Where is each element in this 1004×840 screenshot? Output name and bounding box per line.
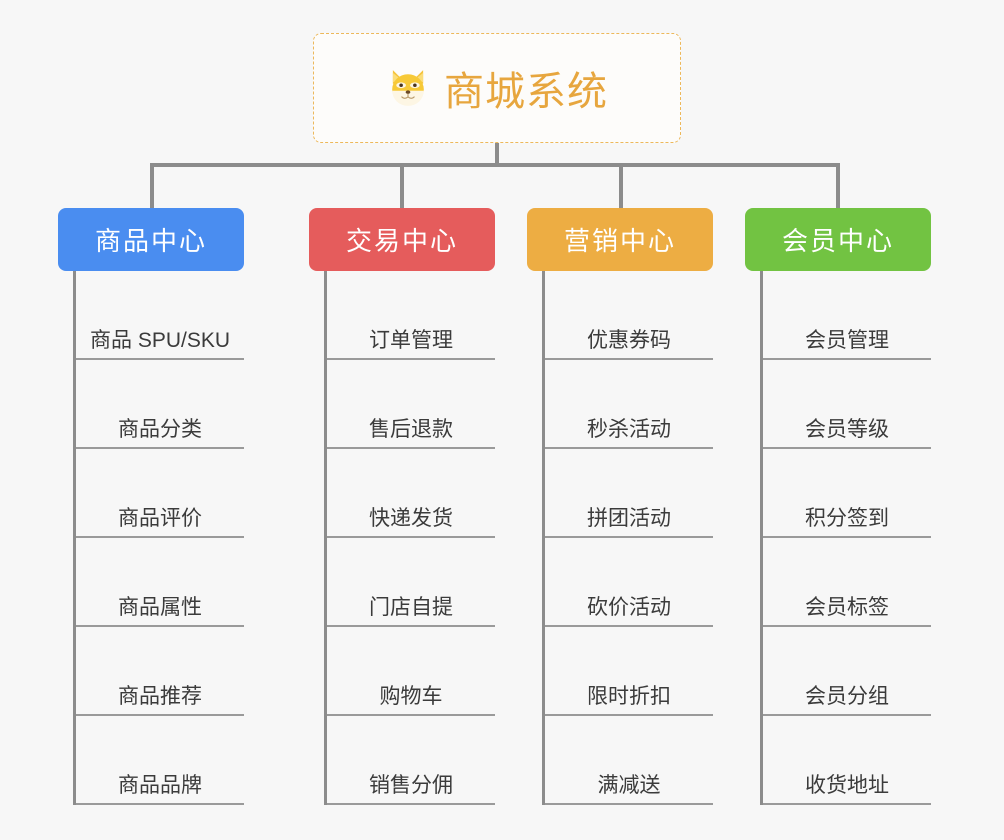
list-item[interactable]: 商品品牌 xyxy=(76,716,244,805)
root-title: 商城系统 xyxy=(444,70,608,114)
list-item[interactable]: 砍价活动 xyxy=(545,538,713,627)
leaf-list-product-center: 商品 SPU/SKU 商品分类 商品评价 商品属性 商品推荐 商品品牌 xyxy=(73,271,244,805)
branch-product-center: 商品中心 商品 SPU/SKU 商品分类 商品评价 商品属性 商品推荐 商品品牌 xyxy=(58,208,244,805)
list-item[interactable]: 拼团活动 xyxy=(545,449,713,538)
connector-horizontal-bar xyxy=(150,163,840,167)
connector-drop-3 xyxy=(619,163,623,208)
list-item[interactable]: 满减送 xyxy=(545,716,713,805)
list-item[interactable]: 商品 SPU/SKU xyxy=(76,271,244,360)
list-item[interactable]: 购物车 xyxy=(327,627,495,716)
category-label: 交易中心 xyxy=(345,226,458,256)
leaf-list-trade-center: 订单管理 售后退款 快递发货 门店自提 购物车 销售分佣 xyxy=(324,271,495,805)
list-item[interactable]: 会员标签 xyxy=(763,538,931,627)
list-item[interactable]: 售后退款 xyxy=(327,360,495,449)
list-item[interactable]: 秒杀活动 xyxy=(545,360,713,449)
branch-member-center: 会员中心 会员管理 会员等级 积分签到 会员标签 会员分组 收货地址 xyxy=(745,208,931,805)
root-node[interactable]: 商城系统 xyxy=(313,33,681,143)
list-item[interactable]: 限时折扣 xyxy=(545,627,713,716)
list-item[interactable]: 门店自提 xyxy=(327,538,495,627)
connector-root-stem xyxy=(495,143,499,165)
list-item[interactable]: 商品评价 xyxy=(76,449,244,538)
list-item[interactable]: 会员管理 xyxy=(763,271,931,360)
list-item[interactable]: 收货地址 xyxy=(763,716,931,805)
category-header-member-center[interactable]: 会员中心 xyxy=(745,208,931,271)
branch-trade-center: 交易中心 订单管理 售后退款 快递发货 门店自提 购物车 销售分佣 xyxy=(309,208,495,805)
category-header-trade-center[interactable]: 交易中心 xyxy=(309,208,495,271)
list-item[interactable]: 销售分佣 xyxy=(327,716,495,805)
connector-drop-4 xyxy=(836,163,840,208)
connector-drop-1 xyxy=(150,163,154,208)
list-item[interactable]: 会员等级 xyxy=(763,360,931,449)
list-item[interactable]: 商品推荐 xyxy=(76,627,244,716)
branch-marketing-center: 营销中心 优惠券码 秒杀活动 拼团活动 砍价活动 限时折扣 满减送 xyxy=(527,208,713,805)
category-header-product-center[interactable]: 商品中心 xyxy=(58,208,244,271)
list-item[interactable]: 商品分类 xyxy=(76,360,244,449)
list-item[interactable]: 优惠券码 xyxy=(545,271,713,360)
category-label: 会员中心 xyxy=(781,226,894,256)
leaf-list-marketing-center: 优惠券码 秒杀活动 拼团活动 砍价活动 限时折扣 满减送 xyxy=(542,271,713,805)
list-item[interactable]: 积分签到 xyxy=(763,449,931,538)
dog-face-icon xyxy=(386,66,430,110)
list-item[interactable]: 商品属性 xyxy=(76,538,244,627)
list-item[interactable]: 会员分组 xyxy=(763,627,931,716)
category-label: 商品中心 xyxy=(94,226,207,256)
list-item[interactable]: 快递发货 xyxy=(327,449,495,538)
list-item[interactable]: 订单管理 xyxy=(327,271,495,360)
category-header-marketing-center[interactable]: 营销中心 xyxy=(527,208,713,271)
leaf-list-member-center: 会员管理 会员等级 积分签到 会员标签 会员分组 收货地址 xyxy=(760,271,931,805)
connector-drop-2 xyxy=(400,163,404,208)
category-label: 营销中心 xyxy=(563,226,676,256)
